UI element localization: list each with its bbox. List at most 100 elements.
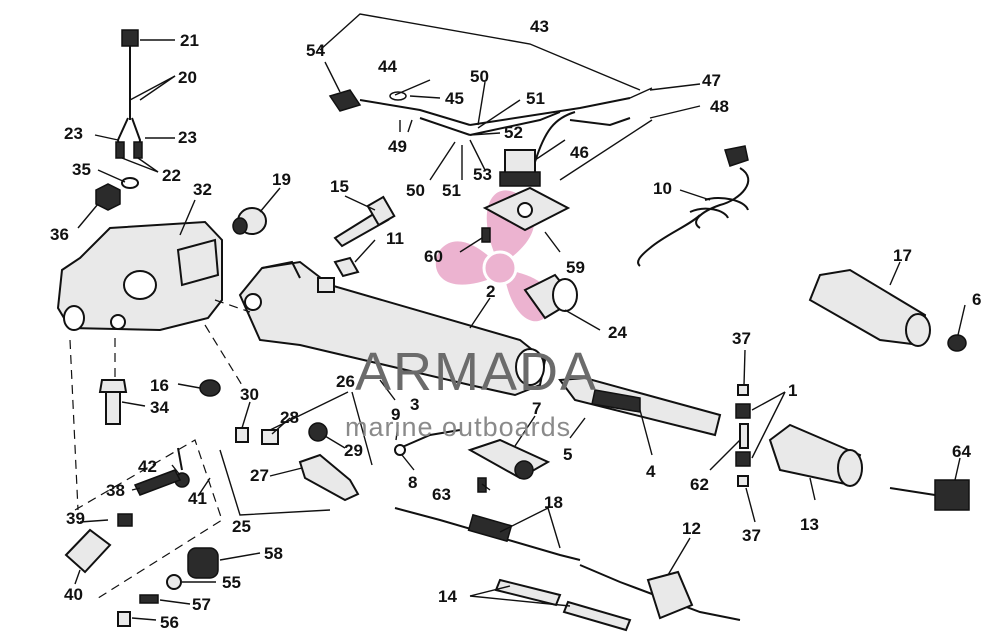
nut-part-36 [95,183,121,211]
grip-part-17 [808,268,931,347]
callout-37-bottom: 37 [742,526,761,545]
washer-part-35 [121,177,139,189]
clip-part-30 [235,427,249,443]
arm-part-27 [298,453,360,502]
callout-63: 63 [432,485,451,504]
callout-44: 44 [378,57,397,76]
callout-25: 25 [232,517,251,536]
bushing-part-19 [232,207,267,235]
bolt-part-56 [117,611,131,627]
plate-part-7 [467,438,551,480]
callout-36: 36 [50,225,69,244]
callout-51-bottom: 51 [442,181,461,200]
callout-6: 6 [972,290,981,309]
callout-14: 14 [438,587,457,606]
callout-10: 10 [653,179,672,198]
callout-46: 46 [570,143,589,162]
callout-59: 59 [566,258,585,277]
lanyard-part-10 [637,145,750,267]
callout-28: 28 [280,408,299,427]
callout-64: 64 [952,442,971,461]
callout-1: 1 [788,381,797,400]
bracket-part-28 [261,429,279,445]
callout-20: 20 [178,68,197,87]
bolt-part-15 [333,195,396,248]
bolt-part-34 [98,379,128,425]
callout-labels: 21 20 23 23 22 35 36 32 19 15 11 2 24 60… [50,17,981,632]
wire-part-8 [394,429,461,456]
callout-49: 49 [388,137,407,156]
callout-26: 26 [336,372,355,391]
callout-3: 3 [410,395,419,414]
tiller-arm-part-2 [238,260,547,397]
callout-53: 53 [473,165,492,184]
wire-lead-part-20 [115,29,143,159]
callout-30: 30 [240,385,259,404]
callout-27: 27 [250,466,269,485]
bushing-part-24 [523,273,578,320]
callout-51-top: 51 [526,89,545,108]
callout-41: 41 [188,489,207,508]
callout-57: 57 [192,595,211,614]
bracket-part-32 [56,220,223,332]
callout-58: 58 [264,544,283,563]
sleeve-part-14 [494,578,632,632]
switch-part-46 [499,111,576,187]
cap-part-37-bottom [737,475,749,487]
callout-35: 35 [72,160,91,179]
callout-8: 8 [408,473,417,492]
callout-16: 16 [150,376,169,395]
bushing-part-1 [735,403,751,467]
screw-part-60 [481,227,491,243]
callout-52: 52 [504,123,523,142]
callout-19: 19 [272,170,291,189]
callout-60: 60 [424,247,443,266]
connector-part-40 [64,513,133,574]
callout-45: 45 [445,89,464,108]
callout-43: 43 [530,17,549,36]
watermark-subtitle: marine outboards [345,412,571,442]
callout-21: 21 [180,31,199,50]
callout-4: 4 [646,462,656,481]
callout-39: 39 [66,509,85,528]
callout-32: 32 [193,180,212,199]
wiring-harness-part-43 [328,89,631,136]
screw-part-63 [477,477,487,493]
callout-37-top: 37 [732,329,751,348]
callout-12: 12 [682,519,701,538]
spacer-part-58 [187,547,219,579]
callout-11: 11 [386,229,404,248]
callout-22: 22 [162,166,181,185]
callout-47: 47 [702,71,721,90]
callout-62: 62 [690,475,709,494]
tube-part-4 [558,376,722,437]
callout-56: 56 [160,613,179,632]
callout-50-bottom: 50 [406,181,425,200]
grip-housing-part-13 [768,423,863,487]
callout-9: 9 [391,405,400,424]
callout-34: 34 [150,398,169,417]
mounting-plate-part-59 [482,186,571,232]
cap-part-6 [947,334,967,352]
spring-part-57 [139,594,159,604]
callout-48: 48 [710,97,729,116]
callout-15: 15 [330,177,349,196]
watermark-title: ARMADA [355,342,598,402]
kill-switch-part-64 [889,479,970,511]
nut-part-29 [308,422,328,442]
callout-29: 29 [344,441,363,460]
nut-part-16 [199,379,221,397]
leader-lines [69,13,966,621]
clip-part-11 [333,256,360,278]
callout-55: 55 [222,573,241,592]
connector-part-38 [133,469,182,496]
callout-18: 18 [544,493,563,512]
callout-24: 24 [608,323,627,342]
callout-5: 5 [563,445,572,464]
callout-50-top: 50 [470,67,489,86]
screw-part-55 [166,574,182,590]
callout-13: 13 [800,515,819,534]
callout-7: 7 [532,399,541,418]
callout-40: 40 [64,585,83,604]
